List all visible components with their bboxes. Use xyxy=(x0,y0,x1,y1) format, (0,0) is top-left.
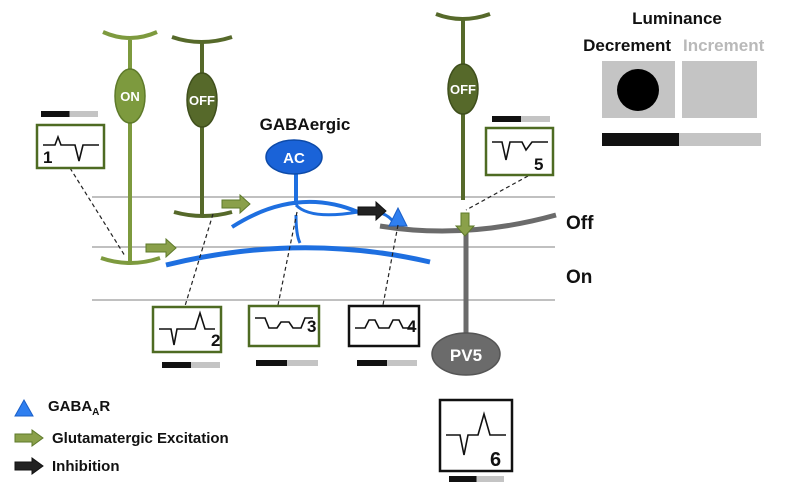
luminance-title: Luminance xyxy=(632,9,722,28)
legend-excitation-label: Glutamatergic Excitation xyxy=(52,429,229,447)
excitation-arrow-icon xyxy=(145,237,177,259)
trace-stimulus-bar-decrement xyxy=(449,476,477,482)
excitation-arrow-icon xyxy=(454,212,476,237)
trace-box-frame xyxy=(35,123,106,170)
off-bipolar-right-label: OFF xyxy=(450,82,476,97)
off-bipolar-cell-right: OFF xyxy=(435,12,491,200)
trace-waveform xyxy=(159,310,215,346)
recording-traces: 1 2 3 4 5 6 xyxy=(35,111,555,482)
trace-number: 4 xyxy=(407,317,417,336)
increment-label: Increment xyxy=(683,36,765,55)
gabaar-receptor-icon xyxy=(388,206,408,227)
on-bipolar-cell: ON xyxy=(100,30,161,265)
trace-waveform xyxy=(43,134,99,162)
trace-stimulus-bar-increment xyxy=(69,111,98,117)
trace-stimulus-bar-decrement xyxy=(256,360,287,366)
inhibition-arrow-icon xyxy=(357,200,387,222)
trace-box-3: 3 xyxy=(247,304,321,366)
trace-box-1: 1 xyxy=(35,111,106,170)
trace-box-frame xyxy=(247,304,321,348)
trace-stimulus-bar-increment xyxy=(287,360,318,366)
trace-box-4: 4 xyxy=(347,304,421,366)
legend: GABAAR Glutamatergic Excitation Inhibiti… xyxy=(14,398,314,480)
on-bipolar-label: ON xyxy=(120,89,140,104)
layer-label-off: Off xyxy=(566,213,594,234)
inhibition-arrow-icon xyxy=(14,457,44,475)
trace-waveform xyxy=(492,141,548,161)
legend-gabaar-label: GABAAR xyxy=(48,398,111,418)
trace-box-2: 2 xyxy=(151,305,223,368)
increment-stimulus-square xyxy=(682,61,757,118)
layer-label-on: On xyxy=(566,267,592,288)
trace-box-frame xyxy=(484,126,555,177)
trace-box-frame xyxy=(347,304,421,348)
trace-waveform xyxy=(255,317,313,329)
decrement-label: Decrement xyxy=(583,36,671,55)
excitation-arrow-icon xyxy=(221,193,251,215)
trace-stimulus-bar-decrement xyxy=(492,116,521,122)
trace-stimulus-bar-increment xyxy=(476,476,504,482)
gabaar-receptor-icon xyxy=(14,399,34,417)
luminance-stimulus-panel: Luminance Decrement Increment xyxy=(583,9,765,146)
amacrine-label: AC xyxy=(283,150,305,167)
legend-excitation: Glutamatergic Excitation xyxy=(14,428,229,448)
trace-number: 5 xyxy=(534,155,543,174)
off-bipolar-label: OFF xyxy=(189,93,215,108)
trace-stimulus-bar-decrement xyxy=(357,360,387,366)
trace-waveform xyxy=(355,319,413,329)
trace-stimulus-bar-increment xyxy=(191,362,220,368)
legend-gabaar: GABAAR xyxy=(14,398,110,418)
trace-stimulus-bar-increment xyxy=(387,360,417,366)
excitation-arrow-icon xyxy=(14,429,44,447)
trace-number: 1 xyxy=(43,148,52,167)
pv5-ganglion-cell: PV5 xyxy=(379,212,557,376)
trace-stimulus-bar-decrement xyxy=(41,111,70,117)
recording-lines xyxy=(69,167,529,307)
trace-box-5: 5 xyxy=(484,116,555,177)
amacrine-cell: AC GABAergic xyxy=(165,115,431,268)
decrement-spot-icon xyxy=(617,69,659,111)
legend-inhibition-label: Inhibition xyxy=(52,457,120,475)
legend-inhibition: Inhibition xyxy=(14,456,119,476)
stimulus-bar-increment xyxy=(679,133,761,146)
trace-number: 2 xyxy=(211,331,220,350)
pv5-label: PV5 xyxy=(450,346,482,365)
trace-stimulus-bar-increment xyxy=(521,116,550,122)
trace-number: 6 xyxy=(490,449,501,471)
trace-box-6: 6 xyxy=(438,398,514,482)
stimulus-bar-decrement xyxy=(602,133,679,146)
trace-waveform xyxy=(446,411,506,456)
trace-number: 3 xyxy=(307,317,316,336)
trace-stimulus-bar-decrement xyxy=(162,362,191,368)
amacrine-title: GABAergic xyxy=(260,115,351,134)
off-bipolar-cell-left: OFF xyxy=(171,35,233,218)
